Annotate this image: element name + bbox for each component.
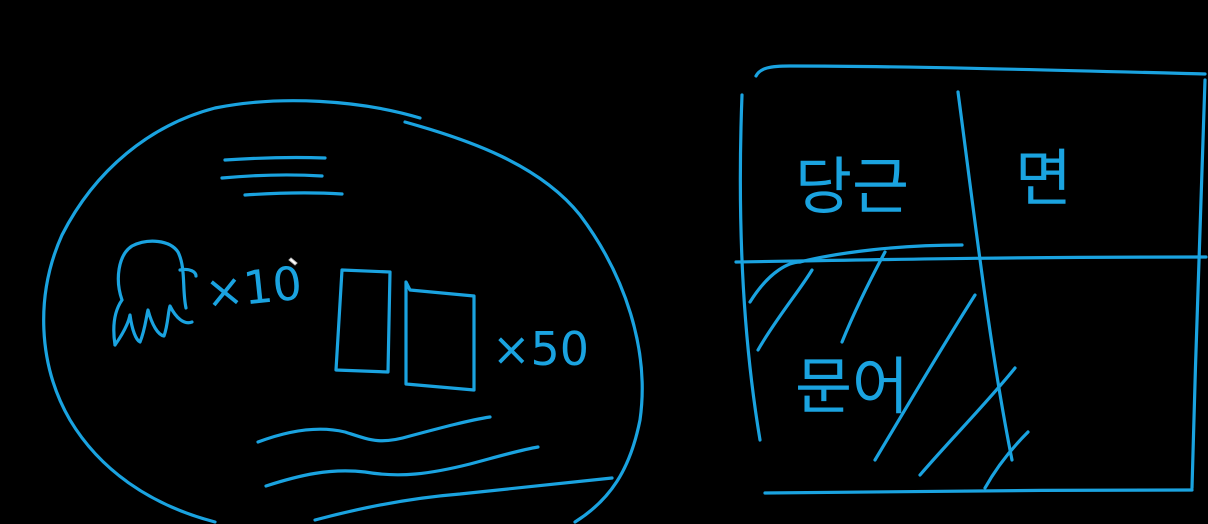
blocks-multiplier-label: ×50 bbox=[492, 322, 589, 376]
right-grid bbox=[734, 64, 1208, 495]
block-2 bbox=[404, 280, 476, 392]
top-line-3 bbox=[243, 191, 344, 197]
grid-cell-top-left-label: 당근 bbox=[795, 150, 909, 223]
hatch-stroke bbox=[873, 293, 977, 462]
grid-right-border bbox=[1190, 78, 1207, 490]
wave-line-2 bbox=[264, 445, 540, 488]
grid-cell-top-right-label: 면 bbox=[1015, 142, 1072, 215]
grid-horizontal-divider bbox=[734, 255, 1208, 264]
grid-left-border bbox=[738, 93, 762, 442]
top-line-1 bbox=[223, 156, 327, 162]
top-line-2 bbox=[220, 173, 324, 180]
wave-line-3 bbox=[313, 476, 614, 522]
hatch-stroke bbox=[798, 243, 964, 264]
hatch-stroke bbox=[840, 250, 887, 344]
hatch-stroke bbox=[983, 430, 1030, 490]
octopus-icon bbox=[112, 239, 198, 347]
grid-vertical-divider bbox=[956, 90, 1014, 462]
hatch-stroke bbox=[748, 260, 802, 304]
block-1 bbox=[334, 268, 392, 374]
grid-bottom-border bbox=[763, 488, 1194, 495]
grid-top-border bbox=[754, 64, 1207, 78]
grid-cell-bottom-left-label: 문어 bbox=[795, 350, 909, 423]
left-oval-drawing bbox=[42, 99, 644, 524]
octopus-multiplier-label: ×10 bbox=[202, 256, 304, 320]
hatch-stroke bbox=[756, 268, 814, 352]
hatch-stroke bbox=[918, 366, 1017, 477]
oval-outline bbox=[42, 99, 644, 524]
wave-line-1 bbox=[256, 415, 492, 444]
pen-cursor-icon bbox=[288, 257, 298, 266]
